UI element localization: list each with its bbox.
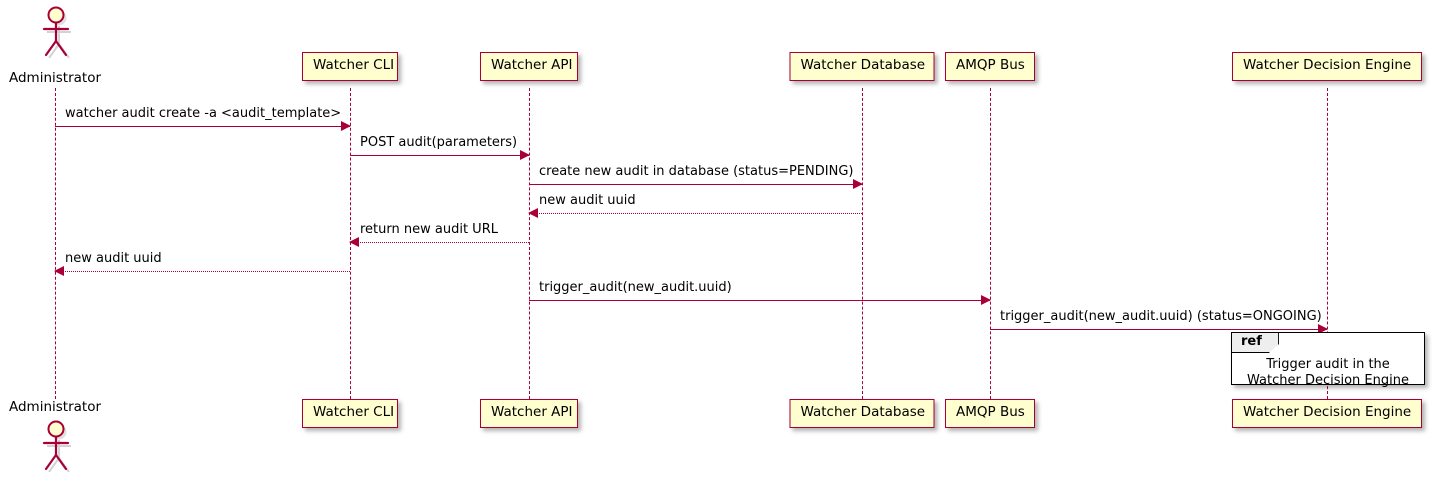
participant-watcher-db-top[interactable]: Watcher Database xyxy=(789,52,935,81)
message-6-line xyxy=(55,271,350,272)
participant-watcher-api-bottom[interactable]: Watcher API xyxy=(480,399,578,428)
message-3-label: create new audit in database (status=PEN… xyxy=(539,164,854,179)
message-6-label: new audit uuid xyxy=(65,251,162,266)
message-8-arrowhead xyxy=(1318,324,1328,334)
message-2-label: POST audit(parameters) xyxy=(360,135,518,150)
message-7-arrowhead xyxy=(981,295,991,305)
ref-fragment-line-1: Trigger audit in the xyxy=(1266,357,1390,372)
message-5-arrowhead xyxy=(349,237,359,247)
message-8-line xyxy=(990,329,1327,330)
lifeline-administrator xyxy=(55,88,56,399)
lifeline-amqp-bus xyxy=(990,88,991,399)
participant-decision-engine-top[interactable]: Watcher Decision Engine xyxy=(1232,52,1422,81)
message-3-line xyxy=(529,184,862,185)
message-7-line xyxy=(529,300,990,301)
message-5-label: return new audit URL xyxy=(360,222,498,237)
message-1-line xyxy=(55,126,350,127)
lifeline-watcher-db xyxy=(862,88,863,399)
ref-fragment-body: Trigger audit in the Watcher Decision En… xyxy=(1232,355,1424,390)
message-2-arrowhead xyxy=(520,150,530,160)
participant-watcher-cli-bottom[interactable]: Watcher CLI xyxy=(302,399,398,428)
participant-watcher-api-top[interactable]: Watcher API xyxy=(480,52,578,81)
message-6-arrowhead xyxy=(54,266,64,276)
message-1-arrowhead xyxy=(341,121,351,131)
message-7-label: trigger_audit(new_audit.uuid) xyxy=(539,280,732,295)
ref-fragment-line-2: Watcher Decision Engine xyxy=(1247,373,1409,389)
actor-administrator-bottom-icon xyxy=(33,418,77,472)
message-4-label: new audit uuid xyxy=(539,193,636,208)
ref-fragment-tag: ref xyxy=(1232,333,1279,354)
message-8-label: trigger_audit(new_audit.uuid) (status=ON… xyxy=(1000,309,1322,324)
message-4-arrowhead xyxy=(528,208,538,218)
lifeline-watcher-api xyxy=(529,88,530,399)
actor-administrator-bottom-label: Administrator xyxy=(8,399,102,415)
lifeline-decision-engine xyxy=(1327,88,1328,399)
message-4-line xyxy=(529,213,862,214)
message-1-label: watcher audit create -a <audit_template> xyxy=(65,106,342,121)
message-3-arrowhead xyxy=(853,179,863,189)
ref-fragment[interactable]: ref Trigger audit in the Watcher Decisio… xyxy=(1231,332,1425,388)
actor-administrator-top-icon xyxy=(33,4,77,58)
participant-watcher-cli-top[interactable]: Watcher CLI xyxy=(302,52,398,81)
participant-amqp-bus-top[interactable]: AMQP Bus xyxy=(945,52,1035,81)
participant-watcher-db-bottom[interactable]: Watcher Database xyxy=(789,399,935,428)
actor-administrator-top-label: Administrator xyxy=(8,70,102,86)
participant-decision-engine-bottom[interactable]: Watcher Decision Engine xyxy=(1232,399,1422,428)
message-2-line xyxy=(350,155,529,156)
message-5-line xyxy=(350,242,529,243)
participant-amqp-bus-bottom[interactable]: AMQP Bus xyxy=(945,399,1035,428)
